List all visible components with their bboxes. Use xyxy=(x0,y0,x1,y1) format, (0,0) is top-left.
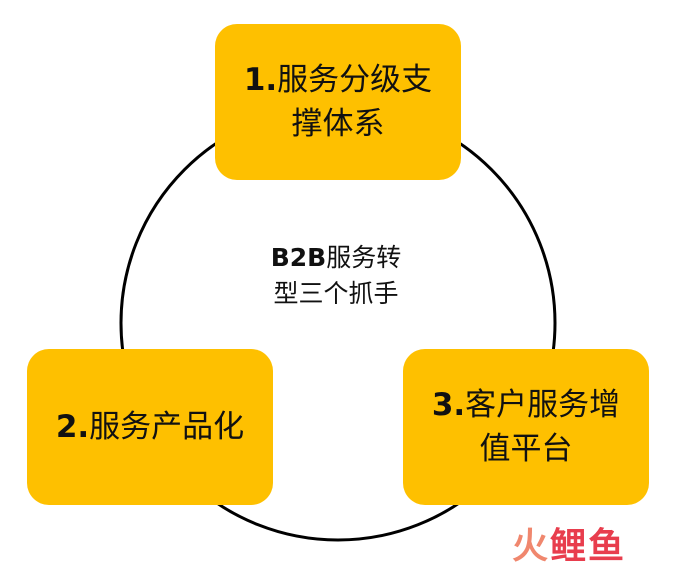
watermark-part-1: 火 xyxy=(512,526,551,567)
node-service-tier-support: 1.服务分级支 撑体系 xyxy=(215,24,461,180)
watermark-logo: 火鲤鱼 xyxy=(512,522,626,567)
center-line-2: 型三个抓手 xyxy=(273,279,399,308)
node-2-text-1: 服务产品化 xyxy=(89,409,245,445)
node-service-productization: 2.服务产品化 xyxy=(27,349,273,505)
node-1-line-2: 撑体系 xyxy=(291,106,385,142)
node-1-line-1: 1.服务分级支 xyxy=(244,58,432,102)
node-2-line-1: 2.服务产品化 xyxy=(56,405,244,449)
watermark-part-2: 鲤鱼 xyxy=(550,526,627,567)
node-1-number: 1. xyxy=(243,62,278,98)
node-3-text-1: 客户服务增 xyxy=(465,387,621,423)
node-2-number: 2. xyxy=(55,409,90,445)
center-label: B2B服务转 型三个抓手 xyxy=(236,240,436,312)
center-prefix: B2B xyxy=(270,243,327,272)
node-3-line-1: 3.客户服务增 xyxy=(432,383,620,427)
center-line-1: B2B服务转 xyxy=(236,240,436,276)
node-customer-value-platform: 3.客户服务增 值平台 xyxy=(403,349,649,505)
center-line-1-text: 服务转 xyxy=(326,243,402,272)
node-3-line-2: 值平台 xyxy=(479,431,573,467)
node-1-text-1: 服务分级支 xyxy=(277,62,433,98)
node-3-number: 3. xyxy=(431,387,466,423)
